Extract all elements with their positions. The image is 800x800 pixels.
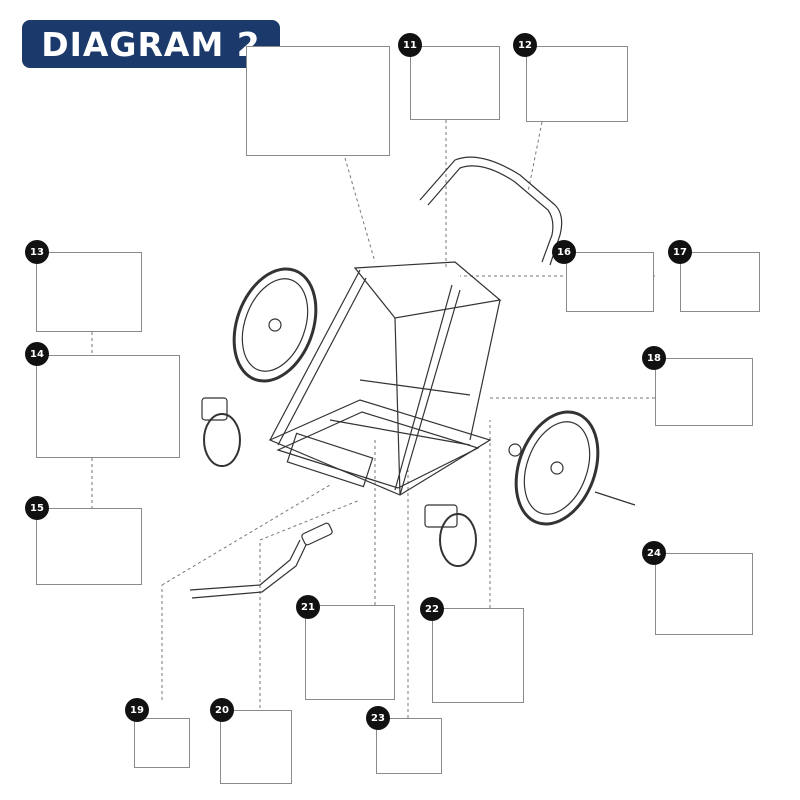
- part-box-17: [680, 252, 760, 312]
- part-box-22: [432, 608, 524, 703]
- part-box-23: [376, 718, 442, 774]
- part-box-11: [410, 46, 500, 120]
- part-marker-13: 13: [25, 240, 49, 264]
- part-marker-18: 18: [642, 346, 666, 370]
- part-marker-22: 22: [420, 597, 444, 621]
- part-marker-12: 12: [513, 33, 537, 57]
- part-marker-14: 14: [25, 342, 49, 366]
- part-box-13: [36, 252, 142, 332]
- part-box-16: [566, 252, 654, 312]
- diagram-title: DIAGRAM 2: [22, 20, 280, 68]
- part-box-18: [655, 358, 753, 426]
- leader-lines: [91, 120, 655, 718]
- part-marker-19: 19: [125, 698, 149, 722]
- loose-parts: [189, 522, 333, 599]
- wheels: [201, 267, 636, 567]
- part-marker-21: 21: [296, 595, 320, 619]
- part-marker-24: 24: [642, 541, 666, 565]
- part-marker-17: 17: [668, 240, 692, 264]
- part-marker-11: 11: [398, 33, 422, 57]
- part-marker-15: 15: [25, 496, 49, 520]
- part-box-21: [305, 605, 395, 700]
- part-box-15: [36, 508, 142, 585]
- part-box-20: [220, 710, 292, 784]
- part-box-14: [36, 355, 180, 458]
- part-box-24: [655, 553, 753, 635]
- part-marker-20: 20: [210, 698, 234, 722]
- stroller-frame: [268, 156, 563, 496]
- part-marker-23: 23: [366, 706, 390, 730]
- part-marker-16: 16: [552, 240, 576, 264]
- part-box-19: [134, 718, 190, 768]
- part-box-10: [246, 46, 390, 156]
- part-box-12: [526, 46, 628, 122]
